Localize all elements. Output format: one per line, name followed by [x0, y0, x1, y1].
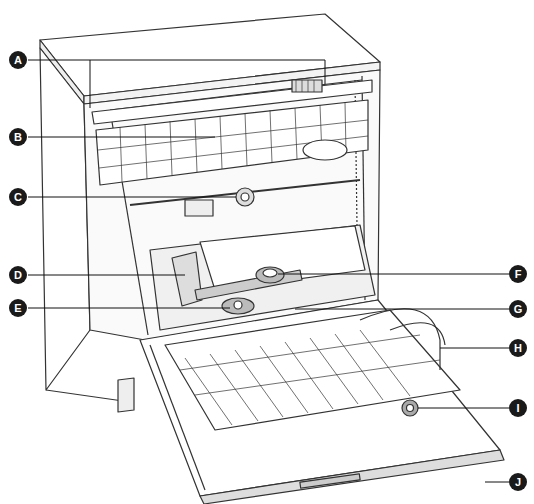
- callout-letter: C: [9, 188, 27, 206]
- callout-letter: I: [509, 399, 527, 417]
- callout-letter: H: [509, 339, 527, 357]
- callout-letter: E: [9, 299, 27, 317]
- callout-letter: J: [509, 473, 527, 491]
- callout-letter: F: [509, 265, 527, 283]
- callout-letter: D: [9, 266, 27, 284]
- callout-letter: A: [9, 51, 27, 69]
- callout-letter: B: [9, 128, 27, 146]
- callout-letter: G: [509, 300, 527, 318]
